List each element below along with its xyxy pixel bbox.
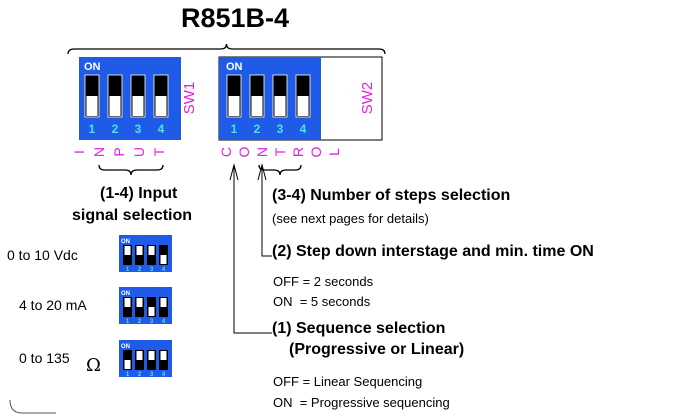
- sw1-position-number: 1: [89, 122, 96, 136]
- input-heading-line1: (1-4) Input: [100, 185, 178, 202]
- sw1-group-letter: I: [71, 150, 87, 154]
- outline-curve: [9, 399, 56, 414]
- input-heading-line2: signal selection: [72, 207, 193, 224]
- mini-switch-lever: [160, 351, 167, 360]
- mini-switch-lever: [136, 246, 143, 255]
- sw1-group-letter: N: [91, 147, 107, 157]
- mini-switch-lever: [160, 255, 167, 264]
- sw2-group-letter: N: [254, 147, 270, 157]
- sw1-switch-lever: [86, 96, 98, 116]
- mini-switch-lever: [124, 360, 131, 369]
- sw2-on-label: ON: [226, 61, 243, 73]
- mini-position-number: 2: [138, 267, 142, 273]
- input-brace: [98, 164, 164, 176]
- mini-position-number: 1: [126, 267, 130, 273]
- sw2-group-letter: R: [290, 147, 306, 157]
- sw1-switch-lever: [155, 96, 167, 116]
- ohm-unit: Ω: [86, 355, 101, 376]
- mini-position-number: 3: [150, 267, 154, 273]
- sw1-switch-lever: [109, 96, 121, 116]
- sequence-arrow-head: [229, 163, 239, 181]
- sequence-leader-line: [233, 165, 272, 334]
- mini-position-number: 4: [162, 267, 166, 273]
- input-option-label: 4 to 20 mA: [19, 297, 87, 313]
- sequence-heading-line1: (1) Sequence selection: [272, 320, 446, 337]
- input-option-label: 0 to 10 Vdc: [7, 247, 78, 263]
- sw1-position-number: 4: [158, 122, 165, 136]
- sw2-name: SW2: [359, 82, 376, 115]
- sequence-heading-line2: (Progressive or Linear): [289, 341, 465, 358]
- sw2-group-letter: O: [236, 146, 252, 157]
- sw2-position-number: 1: [231, 122, 238, 136]
- sw2-switch-lever: [228, 96, 240, 116]
- stepdown-off: OFF = 2 seconds: [273, 274, 374, 289]
- sw1-switch-lever: [132, 96, 144, 116]
- sw2-group-letter: C: [218, 147, 234, 157]
- sw1-group-letter: P: [111, 147, 127, 156]
- mini-on-label: ON: [121, 239, 130, 245]
- stepdown-heading: (2) Step down interstage and min. time O…: [272, 243, 594, 260]
- mini-position-number: 2: [138, 372, 142, 378]
- mini-switch-lever: [148, 351, 155, 360]
- mini-switch-lever: [136, 351, 143, 360]
- sw1-group-letter: U: [131, 147, 147, 157]
- mini-switch-lever: [160, 298, 167, 307]
- sw2-position-number: 2: [254, 122, 261, 136]
- stepdown-on: ON = 5 seconds: [273, 294, 371, 309]
- sw2-group-letter: L: [326, 148, 342, 156]
- sw1-position-number: 3: [135, 122, 142, 136]
- sequence-off: OFF = Linear Sequencing: [273, 374, 423, 389]
- mini-position-number: 4: [162, 319, 166, 325]
- sw2-group-letter: T: [272, 147, 288, 156]
- mini-switch-lever: [124, 298, 131, 307]
- sw1-on-label: ON: [84, 61, 101, 73]
- sw2-position-number: 3: [277, 122, 284, 136]
- steps-brace: [258, 164, 302, 176]
- mini-on-label: ON: [121, 344, 130, 350]
- steps-heading: (3-4) Number of steps selection: [272, 187, 511, 204]
- mini-position-number: 2: [138, 319, 142, 325]
- sequence-on: ON = Progressive sequencing: [273, 395, 450, 410]
- sw2-position-number: 4: [300, 122, 307, 136]
- mini-on-label: ON: [121, 291, 130, 297]
- input-option-label: 0 to 135: [19, 350, 70, 366]
- mini-switch-lever: [148, 246, 155, 255]
- mini-position-number: 3: [150, 319, 154, 325]
- mini-position-number: 3: [150, 372, 154, 378]
- mini-switch-lever: [136, 298, 143, 307]
- sw1-name: SW1: [181, 82, 198, 115]
- sw1-group-letter: T: [151, 147, 167, 156]
- steps-subtext: (see next pages for details): [272, 211, 429, 226]
- mini-position-number: 1: [126, 372, 130, 378]
- mini-position-number: 1: [126, 319, 130, 325]
- sw2-switch-lever: [297, 96, 309, 116]
- mini-switch-lever: [124, 246, 131, 255]
- sw2-switch-lever: [251, 96, 263, 116]
- stepdown-leader-line: [261, 165, 272, 257]
- page-title: R851B-4: [181, 3, 290, 33]
- stepdown-arrow-head: [257, 163, 267, 181]
- sw2-switch-lever: [274, 96, 286, 116]
- sw2-group-letter: O: [308, 146, 324, 157]
- sw1-position-number: 2: [112, 122, 119, 136]
- mini-position-number: 4: [162, 372, 166, 378]
- title-brace: [67, 43, 386, 55]
- mini-switch-lever: [148, 307, 155, 316]
